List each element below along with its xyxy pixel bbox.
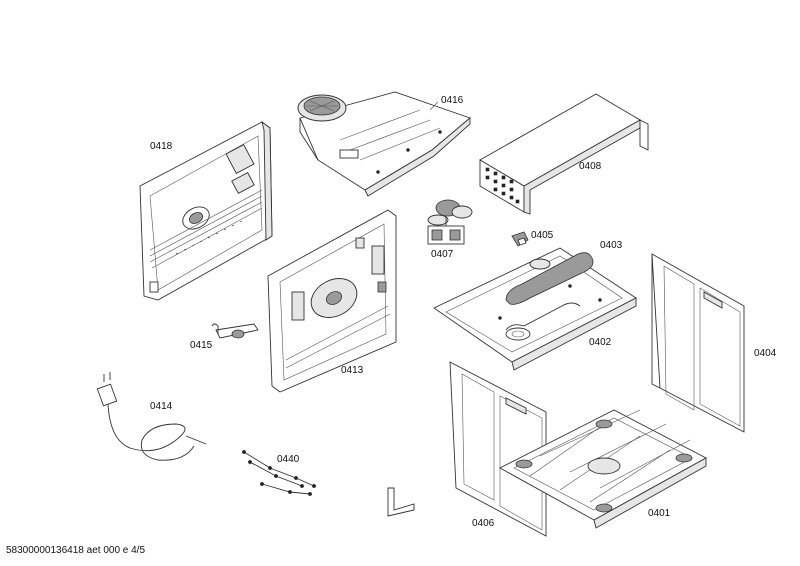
part-0401-floor-frame: [499, 409, 707, 529]
part-0406-side-wall: [449, 361, 547, 537]
part-0416-fan-housing: [297, 91, 471, 197]
label-0440: 0440: [277, 454, 300, 465]
label-0407: 0407: [431, 249, 454, 260]
part-0440-wire-set: [242, 450, 316, 496]
label-0404: 0404: [754, 348, 777, 359]
label-0414: 0414: [150, 401, 173, 412]
label-0408: 0408: [579, 161, 602, 172]
label-0416: 0416: [441, 95, 464, 106]
label-0401: 0401: [648, 508, 671, 519]
label-0402: 0402: [589, 337, 612, 348]
part-0403-cavity-top: [433, 247, 637, 371]
label-0415: 0415: [190, 340, 213, 351]
label-0405: 0405: [531, 230, 554, 241]
part-0414-power-cable: [96, 372, 207, 461]
part-0407-fan-motor: [427, 199, 473, 245]
part-0404-side-wall: [651, 253, 745, 433]
leader-lines: [429, 101, 529, 241]
label-0413: 0413: [341, 365, 364, 376]
part-0415-sensor: [211, 323, 259, 339]
part-0408-top-cover: [479, 93, 649, 215]
part-0418-rear-panel: [139, 120, 273, 301]
label-0406: 0406: [472, 518, 495, 529]
document-id: 58300000136418 aet 000 e 4/5: [6, 545, 146, 556]
label-0418: 0418: [150, 141, 173, 152]
l-bracket: [387, 487, 415, 517]
label-0403: 0403: [600, 240, 623, 251]
part-0413-inner-rear-wall: [267, 209, 397, 393]
